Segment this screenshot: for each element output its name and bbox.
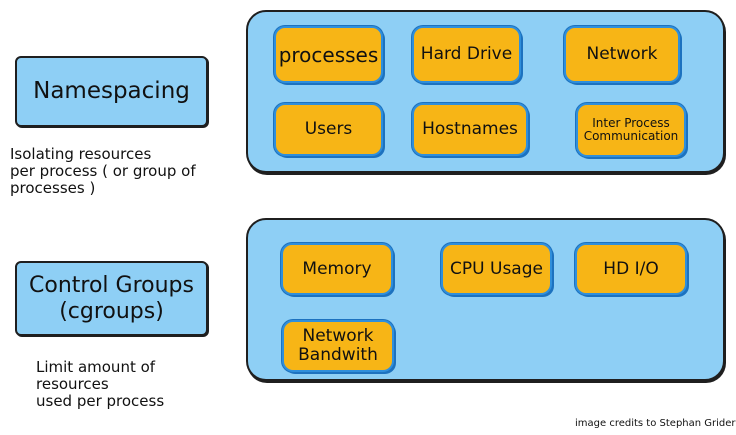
namespace-item-users: Users	[274, 103, 383, 156]
namespacing-description: Isolating resources per process ( or gro…	[10, 145, 196, 197]
namespace-item-processes: processes	[274, 26, 383, 83]
cgroups-label-box: Control Groups (cgroups)	[15, 261, 208, 336]
cgroup-item-hd-io: HD I/O	[575, 243, 687, 295]
namespace-item-network: Network	[564, 26, 680, 83]
cgroups-title: Control Groups (cgroups)	[29, 273, 194, 324]
namespace-item-ipc: Inter Process Communication	[576, 103, 686, 157]
namespace-item-hostnames: Hostnames	[412, 103, 528, 156]
image-credit: image credits to Stephan Grider	[575, 418, 736, 429]
namespacing-title: Namespacing	[33, 78, 190, 105]
cgroup-item-network-bandwidth: Network Bandwith	[282, 320, 394, 372]
namespace-item-hard-drive: Hard Drive	[412, 26, 521, 83]
cgroups-description: Limit amount of resources used per proce…	[36, 358, 165, 410]
cgroup-item-memory: Memory	[281, 243, 393, 295]
namespacing-label-box: Namespacing	[15, 56, 208, 127]
cgroup-item-cpu-usage: CPU Usage	[441, 243, 552, 295]
